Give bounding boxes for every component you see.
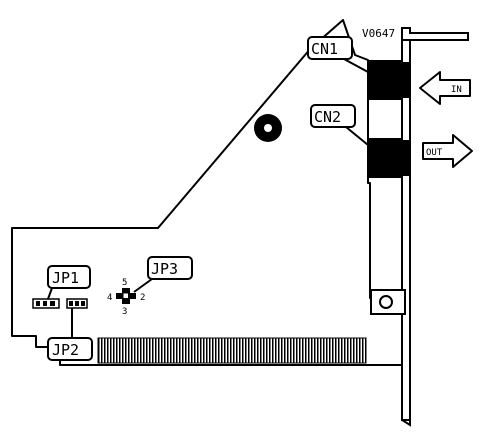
cn2-label: CN2 <box>314 108 341 126</box>
jp3-pin-2: 2 <box>140 293 145 303</box>
in-arrow-label: IN <box>451 85 462 95</box>
jp3-pin-5: 5 <box>122 278 127 288</box>
jumper-jp2 <box>66 298 88 309</box>
cn1-label: CN1 <box>311 40 338 58</box>
callout-cn1: CN1 <box>307 36 369 73</box>
in-arrow: IN <box>419 71 471 105</box>
jp1-label: JP1 <box>52 269 79 287</box>
jp3-pin-4: 4 <box>107 293 112 303</box>
jumper-jp1 <box>32 298 60 309</box>
jack-cn1 <box>368 60 410 100</box>
out-arrow: OUT <box>422 134 473 168</box>
jp3-label: JP3 <box>151 260 178 278</box>
edge-connector <box>97 337 367 364</box>
callout-jp2: JP2 <box>47 308 93 361</box>
board-id-text: V0647 <box>362 27 395 40</box>
bracket-screw-tab <box>370 289 406 315</box>
callout-cn2: CN2 <box>310 104 369 146</box>
jp3-pin-3: 3 <box>122 307 127 317</box>
callout-jp1: JP1 <box>47 265 91 300</box>
out-arrow-label: OUT <box>426 148 443 158</box>
callout-jp3: JP3 <box>133 256 193 293</box>
mounting-bracket <box>401 27 469 427</box>
jp2-label: JP2 <box>52 341 79 359</box>
jack-cn2 <box>368 138 410 178</box>
round-component <box>254 114 282 142</box>
jumper-jp3 <box>116 288 136 304</box>
